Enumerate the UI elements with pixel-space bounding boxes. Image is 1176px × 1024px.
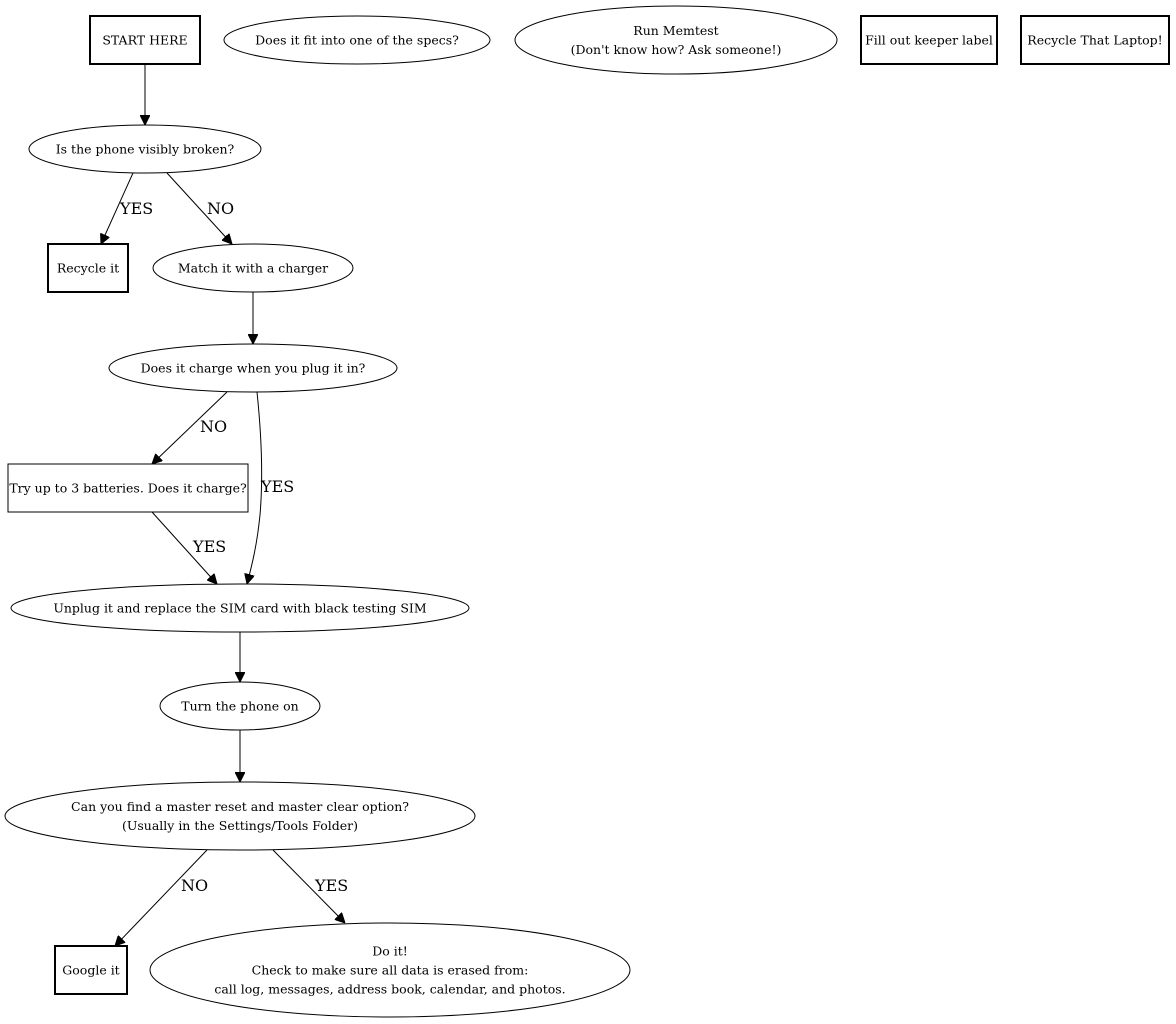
node-label: Fill out keeper label: [865, 33, 993, 48]
node-recycle: Recycle it: [47, 243, 129, 293]
node-turnon: Turn the phone on: [159, 681, 321, 731]
node-ellipse: [152, 243, 354, 293]
node-reset: Can you find a master reset and master c…: [4, 781, 476, 851]
edge-label-charge-to-batteries: NO: [200, 417, 227, 436]
node-keeper: Fill out keeper label: [860, 15, 998, 65]
edge-broken-to-recycle: [101, 172, 134, 244]
node-memtest: Run Memtest (Don't know how? Ask someone!…: [514, 5, 838, 75]
edge-label-reset-to-google: NO: [181, 876, 208, 895]
node-ellipse: [159, 681, 321, 731]
edge-charge-to-batteries: [152, 391, 228, 464]
node-charger: Match it with a charger: [152, 243, 354, 293]
node-label: Unplug it and replace the SIM card with …: [53, 601, 427, 616]
node-box: [1020, 15, 1170, 65]
node-label: (Don't know how? Ask someone!): [571, 42, 782, 57]
node-doit: Do it! Check to make sure all data is era…: [149, 922, 631, 1018]
node-box: [47, 243, 129, 293]
edge-broken-to-charger: [166, 172, 232, 244]
edge-label-broken-to-charger: NO: [207, 199, 234, 218]
edge-reset-to-doit: [272, 849, 345, 923]
node-specs: Does it fit into one of the specs?: [223, 15, 491, 65]
node-start: START HERE: [89, 15, 201, 65]
node-label: Match it with a charger: [178, 261, 328, 276]
node-label: (Usually in the Settings/Tools Folder): [122, 818, 358, 833]
edge-label-batteries-to-sim: YES: [192, 537, 226, 556]
node-batteries: Try up to 3 batteries. Does it charge?: [7, 463, 249, 513]
edge-label-broken-to-recycle: YES: [119, 199, 153, 218]
edges-layer: YES NO NO YES YES NO YES: [101, 64, 348, 946]
node-label: Do it!: [372, 944, 408, 959]
node-ellipse: [514, 5, 838, 75]
node-label: Check to make sure all data is erased fr…: [252, 963, 529, 978]
node-ellipse: [4, 781, 476, 851]
edge-batteries-to-sim: [151, 511, 217, 584]
node-google: Google it: [54, 945, 128, 995]
node-ellipse: [149, 922, 631, 1018]
node-box: [860, 15, 998, 65]
node-label: START HERE: [102, 33, 187, 48]
node-ellipse: [28, 124, 262, 174]
node-broken: Is the phone visibly broken?: [28, 124, 262, 174]
node-label: Is the phone visibly broken?: [56, 142, 235, 157]
node-ellipse: [10, 583, 470, 633]
node-label: call log, messages, address book, calend…: [214, 982, 565, 997]
node-label: Turn the phone on: [181, 699, 298, 714]
node-label: Can you find a master reset and master c…: [71, 799, 409, 814]
node-box: [7, 463, 249, 513]
node-ellipse: [108, 343, 398, 393]
edge-charge-to-sim: [247, 391, 263, 584]
node-box: [54, 945, 128, 995]
node-sim: Unplug it and replace the SIM card with …: [10, 583, 470, 633]
nodes-layer: START HERE Does it fit into one of the sp…: [4, 5, 1170, 1018]
node-box: [89, 15, 201, 65]
node-label: Does it charge when you plug it in?: [141, 361, 366, 376]
node-recycle-laptop: Recycle That Laptop!: [1020, 15, 1170, 65]
node-label: Google it: [62, 963, 119, 978]
edge-label-charge-to-sim: YES: [260, 477, 294, 496]
node-label: Does it fit into one of the specs?: [255, 33, 459, 48]
node-label: Recycle That Laptop!: [1027, 33, 1162, 48]
node-label: Recycle it: [57, 261, 119, 276]
node-label: Run Memtest: [633, 23, 718, 38]
node-label: Try up to 3 batteries. Does it charge?: [9, 481, 247, 496]
node-ellipse: [223, 15, 491, 65]
node-charge: Does it charge when you plug it in?: [108, 343, 398, 393]
edge-reset-to-google: [115, 849, 208, 946]
edge-label-reset-to-doit: YES: [314, 876, 348, 895]
